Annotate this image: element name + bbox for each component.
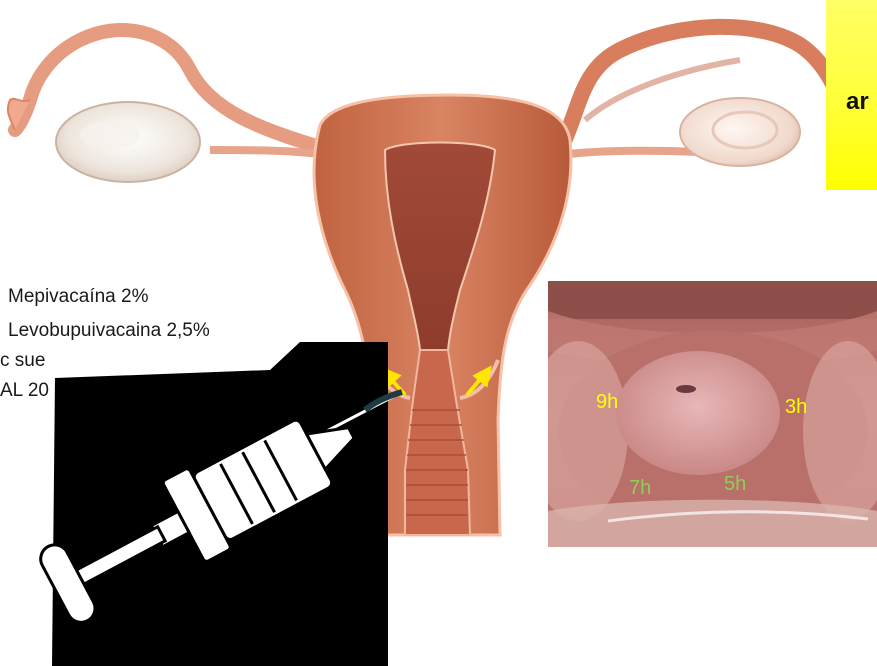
cervix-photo: 9h 3h 7h 5h: [548, 281, 877, 547]
clock-label-7: 7h: [629, 477, 651, 500]
cervix-photo-drawing: [548, 281, 877, 547]
drug-list-item: AL 20: [0, 380, 49, 402]
clock-label-5: 5h: [724, 473, 746, 496]
drug-list-item: Mepivacaína 2%: [8, 286, 148, 308]
highlight-box-label: ar: [846, 88, 869, 116]
clock-label-9: 9h: [596, 391, 618, 414]
drug-list-item: c sue: [0, 350, 45, 372]
cervix-os: [616, 351, 780, 475]
clock-label-3: 3h: [785, 396, 807, 419]
drug-list-item: Levobupuivacaina 2,5%: [8, 320, 210, 342]
